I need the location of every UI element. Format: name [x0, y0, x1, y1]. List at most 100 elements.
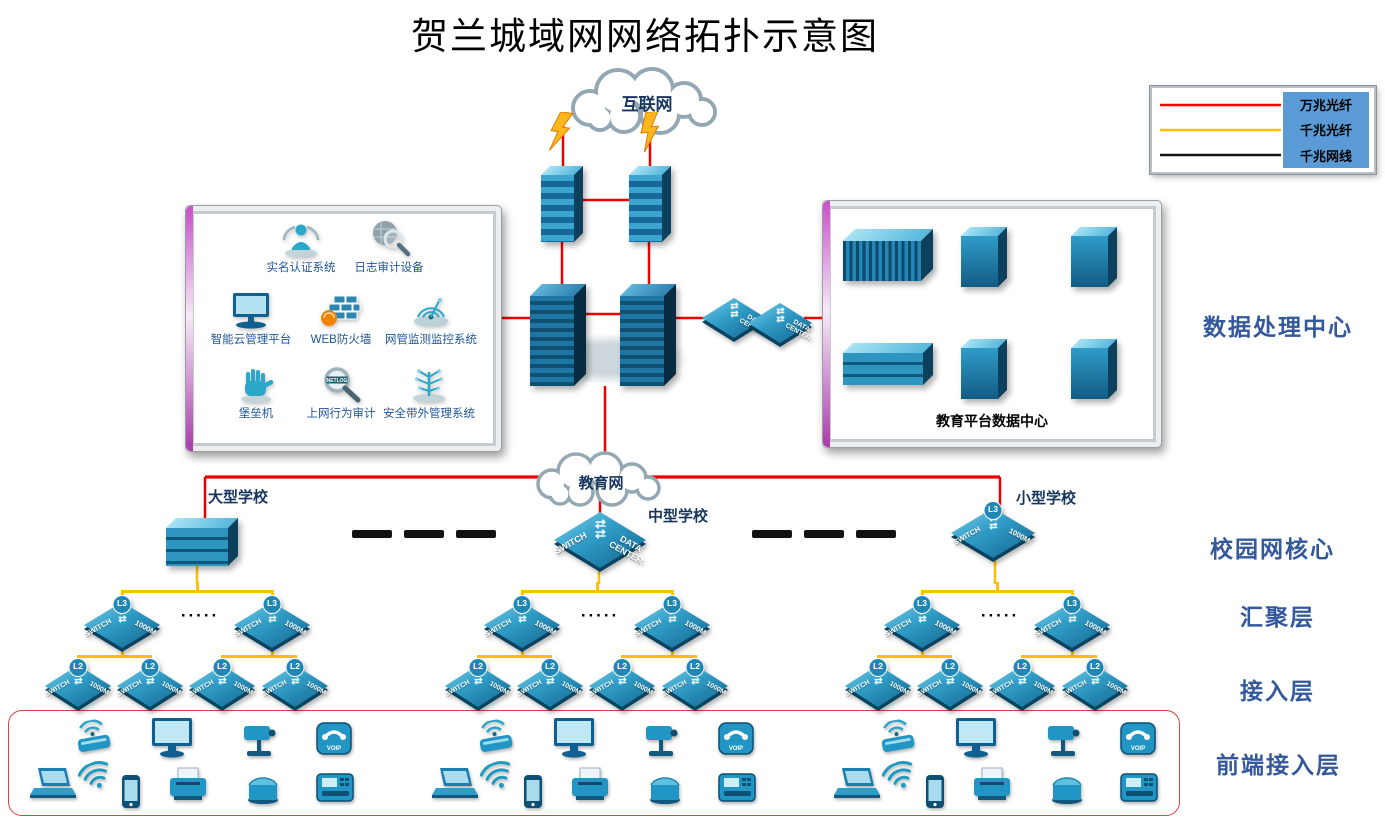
device-front	[961, 236, 998, 287]
fiber-line	[121, 590, 273, 593]
fiber-line	[671, 648, 674, 657]
log-audit-icon	[373, 221, 411, 257]
core-router-rack	[530, 284, 586, 386]
fiber-line	[521, 590, 673, 593]
internet-cloud-label: 互联网	[622, 95, 673, 114]
card-terminal-icon	[314, 770, 356, 813]
datacenter-server	[1071, 227, 1117, 287]
switch-layer-badge: L2	[1085, 658, 1105, 677]
security-item: 实名认证系统	[253, 218, 349, 275]
switch-layer-badge: L3	[662, 595, 682, 614]
datacenter-storage	[843, 343, 933, 385]
datacenter-server	[961, 227, 1007, 287]
education-cloud-label: 教育网	[577, 474, 623, 492]
l2-access-switch: L2 SWITCH 1000M	[188, 658, 255, 707]
device-front	[1071, 236, 1108, 287]
smartphone-icon	[924, 774, 946, 815]
legend-row: 千兆光纤	[1157, 117, 1369, 143]
voip-phone-icon: VOIP	[316, 722, 352, 763]
wireless-ap-icon	[476, 719, 514, 759]
laptop-icon	[834, 768, 880, 805]
wireless-ap-icon	[878, 719, 916, 759]
layer-label-aggregation: 汇聚层	[1240, 604, 1315, 630]
l2-access-switch: L2 SWITCH 1000M	[261, 658, 328, 707]
datacenter-server	[1071, 339, 1117, 399]
device-side	[664, 284, 676, 386]
school-core-switch: L3 SWITCH 1000M	[951, 501, 1035, 558]
l2-access-switch: L2 SWITCH 1000M	[844, 658, 911, 707]
device-front	[541, 175, 574, 242]
security-item: 日志审计设备	[341, 218, 437, 275]
device-top	[843, 343, 933, 353]
edu-datacenter-panel: 教育平台数据中心	[822, 200, 1162, 448]
diagram-title: 贺兰城域网网络拓扑示意图	[411, 17, 879, 58]
voip-phone-icon: VOIP	[1120, 722, 1156, 763]
school-switch-tree: L3 SWITCH 1000M ····· L3 SWITCH 1000M L2…	[440, 582, 760, 708]
switch-layer-badge: L2	[1012, 658, 1032, 677]
device-side	[998, 227, 1007, 287]
frontend-device-cluster: VOIP	[432, 716, 762, 812]
desktop-monitor-icon	[150, 718, 194, 765]
voip-label: VOIP	[729, 746, 743, 752]
switch-layer-badge: L3	[512, 595, 532, 614]
security-item-label: 智能云管理平台	[210, 334, 292, 346]
security-item-label: 安全带外管理系统	[383, 408, 475, 420]
oob-management-icon	[413, 369, 445, 402]
datacenter-chassis-switch	[843, 229, 933, 281]
layer-label-datacenter: 数据处理中心	[1203, 314, 1353, 340]
security-item: 网管监测监控系统	[383, 290, 479, 347]
frontend-access-border	[8, 710, 1180, 816]
legend-line-1g-cable	[1160, 154, 1281, 157]
separator-dash	[404, 530, 444, 538]
dome-camera-icon	[244, 770, 282, 811]
separator-dash	[752, 530, 792, 538]
legend: 万兆光纤 千兆光纤 千兆网线	[1150, 86, 1376, 174]
device-front	[620, 296, 664, 386]
fiber-line	[877, 655, 952, 658]
device-top	[843, 229, 933, 241]
device-front	[1071, 348, 1108, 399]
dome-camera-icon	[646, 770, 684, 811]
netlog-label: NETLOG	[327, 378, 348, 384]
device-side	[1108, 227, 1117, 287]
school-small-label: 小型学校	[1016, 490, 1077, 507]
l2-access-switch: L2 SWITCH 1000M	[988, 658, 1055, 707]
device-side	[1108, 339, 1117, 399]
l3-aggregation-switch: L3 SWITCH 1000M	[83, 595, 160, 648]
legend-line-1g-fiber	[1160, 128, 1281, 132]
school-large-label: 大型学校	[208, 489, 269, 506]
security-item: WEB防火墙	[293, 290, 389, 347]
edu-datacenter-label: 教育平台数据中心	[936, 413, 1048, 429]
switch-layer-badge: L2	[612, 658, 632, 677]
card-terminal-icon	[1118, 770, 1160, 813]
device-front	[629, 175, 662, 242]
fiber-line	[1021, 655, 1097, 658]
legend-row: 千兆网线	[1157, 142, 1369, 168]
device-side	[998, 339, 1007, 399]
fiber-line	[921, 648, 924, 657]
layer-label-access: 接入层	[1240, 678, 1315, 704]
frontend-device-cluster: VOIP	[30, 716, 360, 812]
l2-access-switch: L2 SWITCH 1000M	[444, 658, 511, 707]
more-switches-dots: ·····	[580, 606, 620, 625]
card-terminal-icon	[716, 770, 758, 813]
switch-layer-badge: L2	[540, 658, 560, 677]
security-item-label: 堡垒机	[238, 408, 274, 420]
switch-layer-badge: L2	[68, 658, 88, 677]
fiber-line	[1071, 648, 1074, 657]
device-front	[961, 348, 998, 399]
switch-layer-badge: L3	[983, 501, 1003, 520]
wireless-ap-icon	[74, 719, 112, 759]
wifi-signal-icon	[479, 761, 514, 797]
switch-layer-badge: L2	[140, 658, 160, 677]
l2-access-switch: L2 SWITCH 1000M	[116, 658, 183, 707]
separator-dash	[352, 530, 392, 538]
fiber-line	[121, 648, 124, 657]
school-switch-tree: L3 SWITCH 1000M ····· L3 SWITCH 1000M L2…	[40, 582, 360, 708]
fiber-line	[596, 582, 599, 591]
device-top	[166, 518, 238, 528]
device-side	[228, 518, 238, 566]
switch-layer-badge: L3	[1062, 595, 1082, 614]
core-router-rack	[620, 284, 676, 386]
